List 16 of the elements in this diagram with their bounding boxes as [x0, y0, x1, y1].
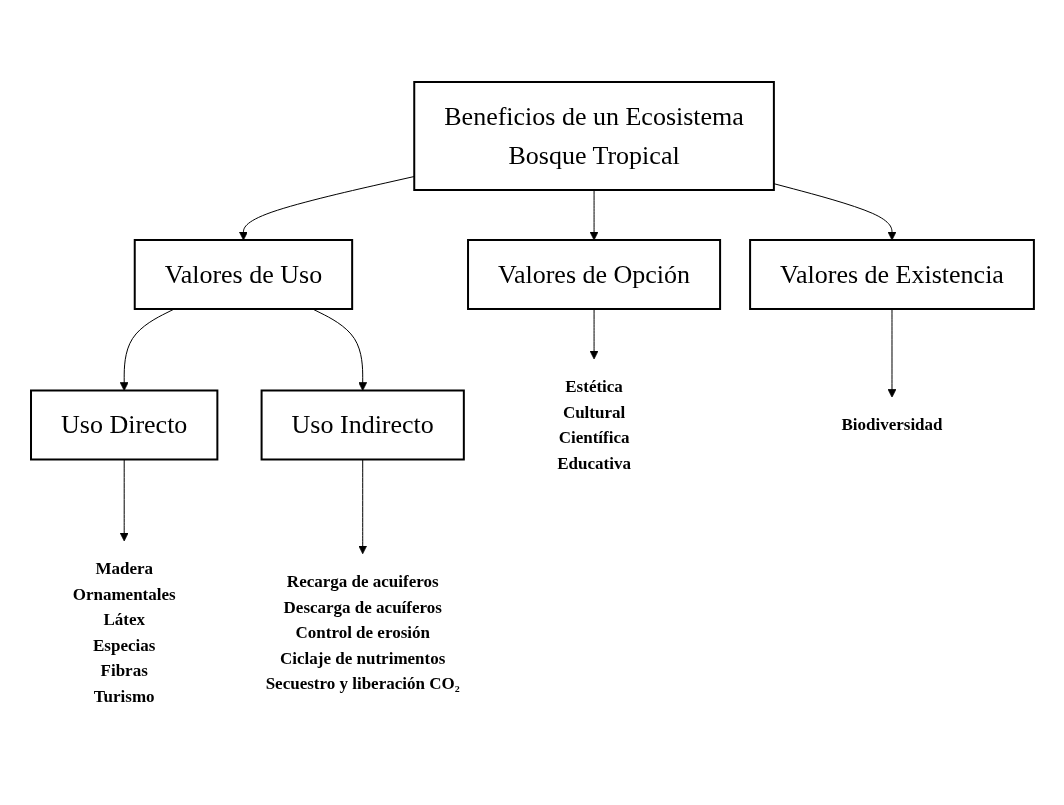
- arrow: [887, 308, 896, 398]
- node-box: Valores de Existencia: [748, 238, 1035, 310]
- arrow: [119, 308, 175, 391]
- arrow: [357, 458, 367, 554]
- node-box: Valores de Uso: [133, 238, 353, 310]
- node-box: Uso Directo: [29, 389, 218, 460]
- arrow: [589, 308, 598, 359]
- arrow: [119, 458, 129, 541]
- node-text: Recarga de acuiferos Descarga de acuíferos Control de erosión Ciclaje de nutrimentos Secuestro y liberación CO₂: [265, 571, 460, 693]
- node-text: Biodiversidad: [840, 414, 943, 434]
- node-box: Beneficios de un Ecosistema Bosque Tropical: [412, 80, 775, 191]
- arrow: [589, 189, 598, 240]
- node-box: Valores de Opción: [466, 238, 721, 310]
- node-box: Uso Indirecto: [260, 389, 465, 460]
- node-text: Madera Ornamentales Látex Especias Fibras Turismo: [72, 558, 176, 705]
- node-text: Estética Cultural Científica Educativa: [556, 376, 631, 472]
